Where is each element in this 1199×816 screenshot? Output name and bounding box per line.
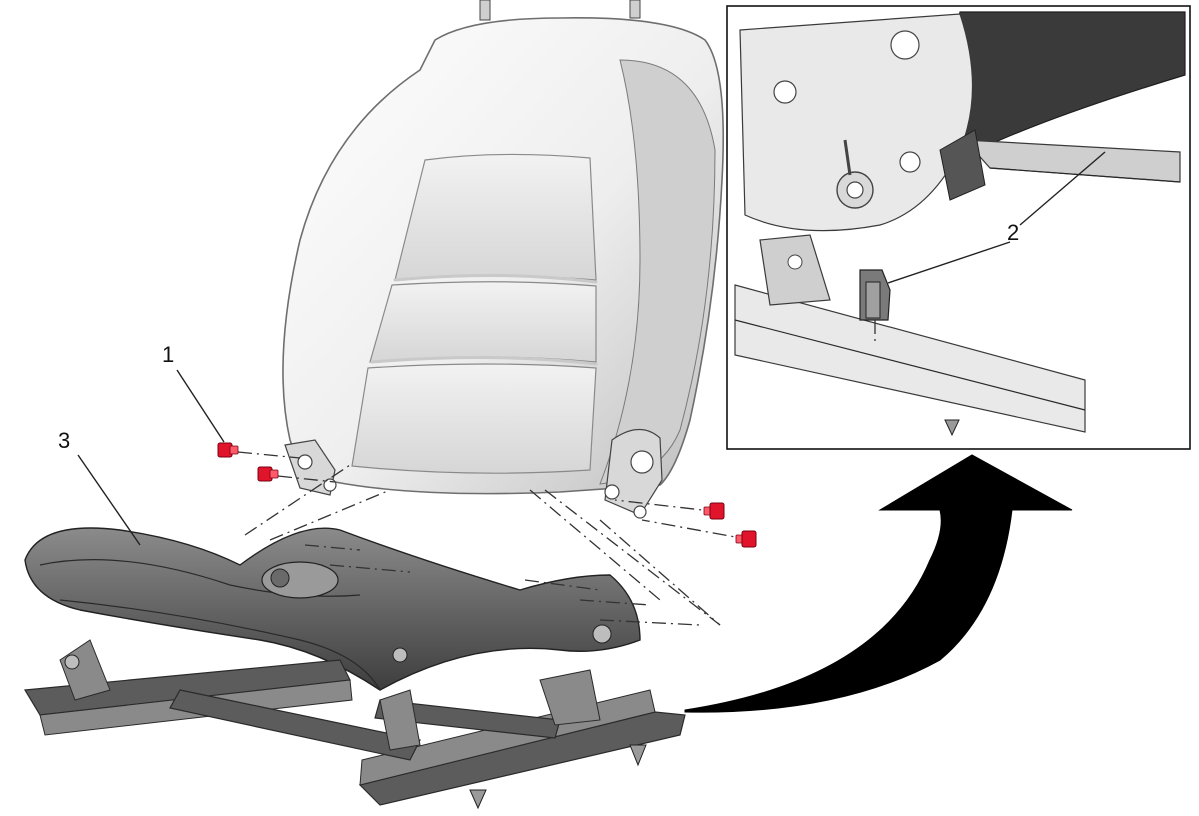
detail-inset — [726, 5, 1191, 450]
headrest-post-left — [479, 0, 491, 21]
alignment-lines — [237, 451, 753, 626]
fastener-bolt-2 — [257, 466, 279, 482]
seat-back-upper-panel — [394, 153, 597, 281]
fastener-bolt-4 — [735, 530, 757, 548]
seat-cushion-pan — [24, 527, 641, 691]
recliner-bracket-right — [604, 428, 663, 519]
callout-label-2: 2 — [1007, 220, 1019, 245]
seat-frame-assembly — [23, 527, 686, 810]
inset-lower-rail — [734, 284, 1086, 433]
headrest-post-right — [629, 0, 641, 19]
fastener-bolt-3 — [703, 502, 725, 520]
seat-back-lower-panel — [351, 363, 597, 474]
seat-back-fasteners — [217, 442, 757, 548]
callout-label-1: 1 — [162, 342, 174, 367]
fastener-bolt-1 — [217, 442, 239, 458]
inset-clip — [859, 269, 891, 345]
curved-arrow-icon — [684, 454, 1073, 713]
callout-label-3: 3 — [58, 428, 70, 453]
inset-recliner-plate — [739, 13, 974, 232]
recliner-bracket-left — [284, 439, 337, 496]
seat-back — [282, 0, 725, 519]
seat-back-middle-panel — [369, 281, 597, 363]
callout-leaders — [77, 151, 1106, 546]
